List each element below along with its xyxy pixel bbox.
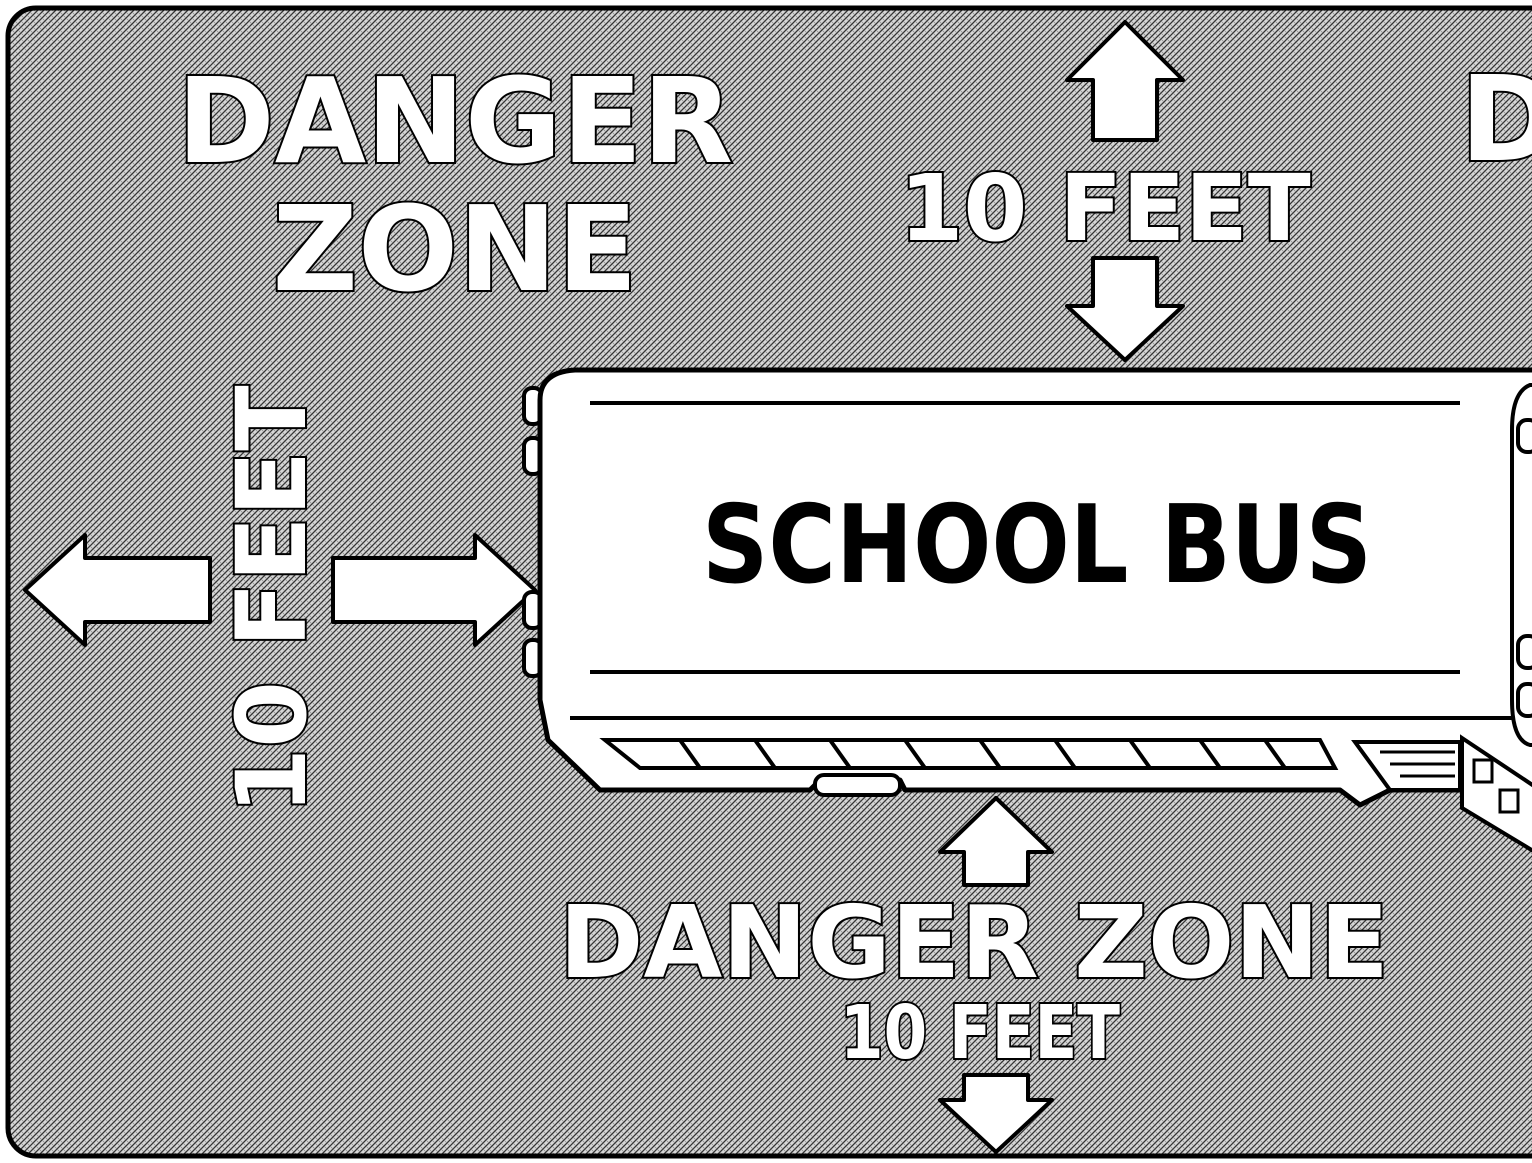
ten-feet-bottom-label: 10 FEET <box>840 990 1120 1076</box>
danger-zone-top-left-line1: DANGER <box>177 52 733 190</box>
danger-zone-bottom-label: DANGER ZONE <box>559 884 1389 1001</box>
danger-zone-top-right-partial: D <box>1460 50 1532 188</box>
ten-feet-left-label: 10 FEET <box>216 385 328 814</box>
school-bus-label: SCHOOL BUS <box>702 483 1372 608</box>
school-bus-icon: SCHOOL BUS <box>524 370 1532 855</box>
ten-feet-top-label: 10 FEET <box>899 155 1311 262</box>
danger-zone-top-left-line2: ZONE <box>272 180 637 318</box>
